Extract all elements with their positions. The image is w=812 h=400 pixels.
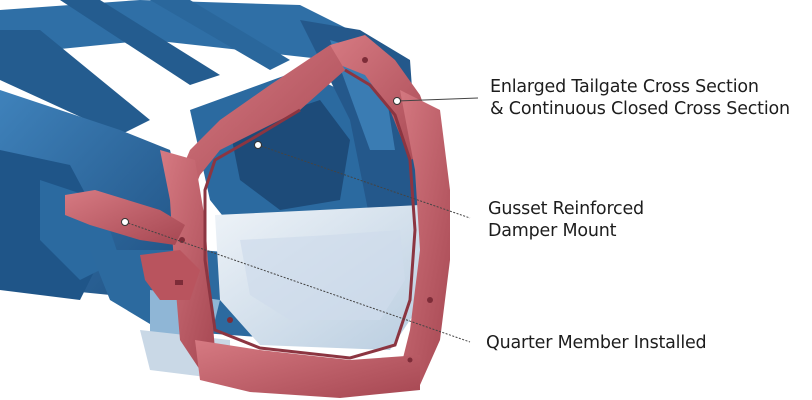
callout-gusset-damper-mount: Gusset Reinforced Damper Mount [488,198,644,242]
callout-tailgate-line2: & Continuous Closed Cross Section [490,98,790,120]
callout-gusset-line1: Gusset Reinforced [488,198,644,220]
callout-quarter-line1: Quarter Member Installed [486,332,706,354]
callout-tailgate-cross-section: Enlarged Tailgate Cross Section & Contin… [490,76,790,120]
callout-gusset-line2: Damper Mount [488,220,644,242]
callout-tailgate-line1: Enlarged Tailgate Cross Section [490,76,790,98]
marker-dot-gusset [255,142,262,149]
marker-dot-quarter [122,219,129,226]
marker-dot-tailgate [394,98,401,105]
callout-quarter-member: Quarter Member Installed [486,332,706,354]
